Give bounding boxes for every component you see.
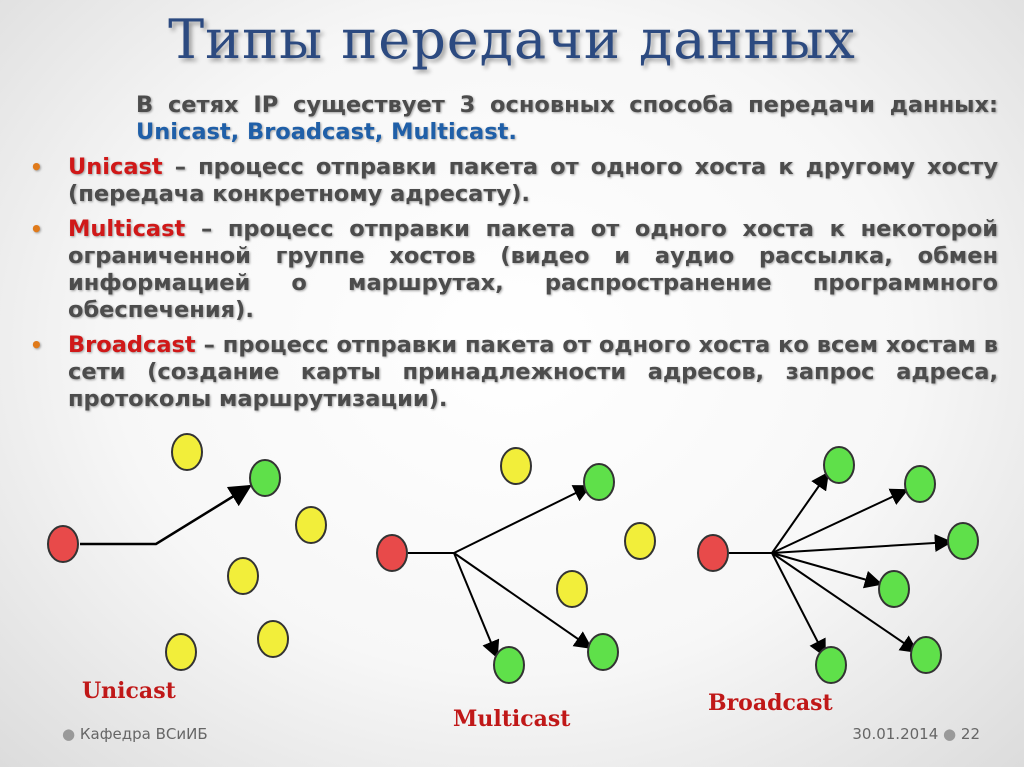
receiver-node — [878, 570, 910, 608]
sender-node — [697, 534, 729, 572]
receiver-node — [583, 463, 615, 501]
unicast-diagram — [47, 433, 327, 671]
footer-dot-icon: ● — [943, 725, 957, 743]
receiver-node — [904, 465, 936, 503]
idle-node — [227, 557, 259, 595]
intro-prefix: В сетях IP существует 3 основных способа… — [136, 92, 998, 118]
footer-left: ● Кафедра ВСиИБ — [62, 725, 208, 743]
bullet-text: – процесс отправки пакета от одного хост… — [68, 216, 998, 323]
receiver-node — [947, 522, 979, 560]
receiver-node — [493, 646, 525, 684]
bullet-broadcast: • Broadcast – процесс отправки пакета от… — [24, 332, 998, 413]
receiver-node — [587, 633, 619, 671]
receiver-node — [823, 446, 855, 484]
receiver-node — [910, 636, 942, 674]
footer-dot-icon: ● — [62, 725, 76, 743]
footer-department: Кафедра ВСиИБ — [79, 725, 208, 743]
footer-right: 30.01.2014 ● 22 — [852, 725, 980, 743]
bullet-dot-icon: • — [30, 217, 43, 241]
idle-node — [257, 620, 289, 658]
sender-node — [47, 525, 79, 563]
idle-node — [165, 633, 197, 671]
sender-node — [376, 534, 408, 572]
idle-node — [295, 506, 327, 544]
bullet-dot-icon: • — [30, 155, 43, 179]
footer-page-number: 22 — [960, 725, 980, 743]
idle-node — [556, 570, 588, 608]
idle-node — [624, 522, 656, 560]
receiver-node — [815, 646, 847, 684]
idle-node — [500, 447, 532, 485]
broadcast-label: Broadcast — [708, 690, 833, 716]
slide-body: В сетях IP существует 3 основных способа… — [24, 92, 998, 413]
footer-date: 30.01.2014 — [852, 725, 939, 743]
multicast-diagram — [376, 447, 656, 684]
broadcast-diagram — [697, 446, 979, 684]
bullet-text: – процесс отправки пакета от одного хост… — [68, 154, 998, 207]
bullet-term: Broadcast — [68, 332, 196, 358]
unicast-path — [80, 484, 252, 546]
bullet-text: – процесс отправки пакета от одного хост… — [68, 332, 998, 412]
bullet-dot-icon: • — [30, 333, 43, 357]
bullet-unicast: • Unicast – процесс отправки пакета от о… — [24, 154, 998, 208]
bullet-term: Multicast — [68, 216, 186, 242]
intro-methods: Unicast, Broadcast, Multicast. — [136, 119, 517, 145]
page-title: Типы передачи данных — [168, 8, 856, 71]
receiver-node — [249, 459, 281, 497]
bullet-multicast: • Multicast – процесс отправки пакета от… — [24, 216, 998, 324]
intro-paragraph: В сетях IP существует 3 основных способа… — [24, 92, 998, 146]
idle-node — [171, 433, 203, 471]
bullet-term: Unicast — [68, 154, 163, 180]
unicast-label: Unicast — [82, 678, 176, 704]
multicast-label: Multicast — [453, 706, 571, 732]
